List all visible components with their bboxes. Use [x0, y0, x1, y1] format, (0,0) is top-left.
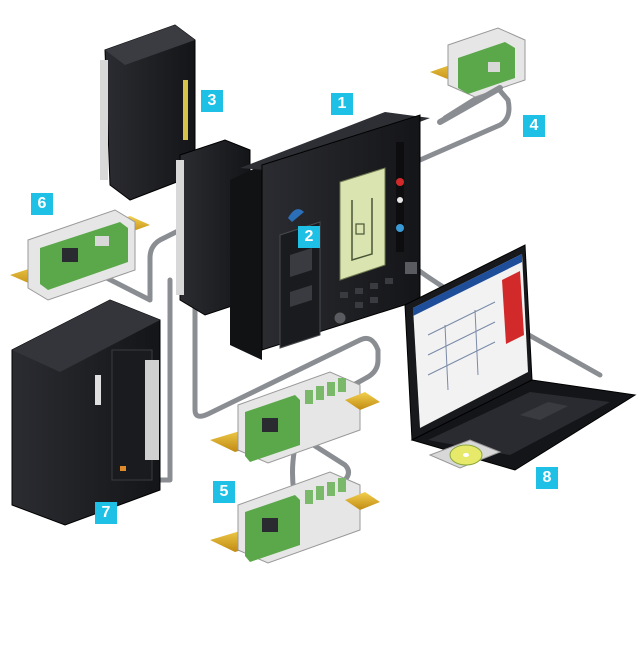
relay [338, 478, 346, 492]
interface-module-pcb [458, 42, 515, 94]
callout-label-6: 6 [37, 195, 47, 212]
callout-2 [298, 226, 320, 248]
display-top-face [12, 300, 160, 372]
lcd-diagram-line [351, 198, 373, 262]
callout-7 [95, 502, 117, 524]
rail-mounted-interface-module [430, 27, 526, 125]
keypad-button [355, 288, 363, 294]
display-slot [95, 375, 101, 405]
main-unit-side [230, 165, 262, 360]
keypad-button [385, 278, 393, 284]
rail-mounted-communication-module [10, 209, 150, 301]
laptop-screen-content [427, 301, 496, 391]
io-stack-front-connector [176, 160, 184, 295]
lcd-breaker-symbol [355, 223, 365, 235]
keypad-button [370, 297, 378, 303]
blue-led [396, 224, 404, 232]
laptop-screen-red-panel [502, 271, 524, 344]
rail-mounted-io-modules [210, 371, 380, 564]
screen-schematic-line [427, 301, 496, 336]
cartridge-clip [290, 285, 312, 307]
cable-io-stack-to-comm-module [92, 197, 243, 303]
callout-3 [201, 90, 223, 112]
red-led [396, 178, 404, 186]
interface-module-cable [437, 85, 503, 125]
relay [305, 390, 313, 404]
lower-right-rail [345, 492, 380, 510]
screen-schematic-vertical [444, 324, 449, 391]
cartridge-handle [290, 248, 312, 277]
display-orange-indicator [120, 466, 126, 471]
callout-6 [31, 193, 53, 215]
comm-module-terminal [95, 236, 109, 246]
callout-label-4: 4 [529, 117, 539, 134]
callout-label-7: 7 [101, 504, 111, 521]
callout-4 [523, 115, 545, 137]
lower-module-relays [305, 478, 346, 504]
io-stack-indicator-strip [183, 80, 188, 140]
callout-label-3: 3 [207, 92, 217, 109]
upper-module-connector [262, 418, 278, 432]
io-stack-top-face [105, 25, 195, 65]
keypad-button [340, 292, 348, 298]
callout-8 [536, 467, 558, 489]
upper-right-rail [345, 392, 380, 410]
relay [316, 386, 324, 400]
callout-badges [31, 90, 558, 524]
main-protection-unit [230, 112, 430, 360]
interface-module-terminal [488, 62, 500, 72]
upper-module-relays [305, 378, 346, 404]
remote-display-unit [11, 299, 161, 526]
keypad-button [370, 283, 378, 289]
comm-module-connector [62, 248, 78, 262]
keypad-buttons [340, 278, 393, 308]
relay [305, 490, 313, 504]
callout-label-2: 2 [304, 228, 314, 245]
rear-connector [405, 262, 417, 274]
laptop-with-software [404, 244, 637, 471]
callout-5 [213, 481, 235, 503]
callout-label-1: 1 [337, 95, 347, 112]
laptop-touchpad [520, 402, 568, 420]
cd-hole [463, 453, 469, 457]
io-module-upper [210, 371, 380, 464]
relay [316, 486, 324, 500]
display-side-plate [145, 360, 159, 460]
io-module-lower [210, 471, 380, 564]
screen-schematic-vertical [474, 309, 479, 376]
keypad-button [355, 302, 363, 308]
screen-schematic-line [427, 321, 496, 356]
cartridge-blue-indicator [288, 209, 304, 222]
callout-1 [331, 93, 353, 115]
white-led [397, 197, 403, 203]
callout-label-8: 8 [542, 469, 552, 486]
key-switch [333, 311, 347, 325]
relay [327, 382, 335, 396]
lower-module-connector [262, 518, 278, 532]
screen-schematic-line [427, 341, 496, 376]
relay [327, 482, 335, 496]
relay [338, 378, 346, 392]
laptop-screen-titlebar [413, 254, 522, 316]
io-stack-connector-strip [100, 60, 108, 180]
cable-main-to-interface-module [417, 83, 512, 163]
callout-label-5: 5 [219, 483, 229, 500]
